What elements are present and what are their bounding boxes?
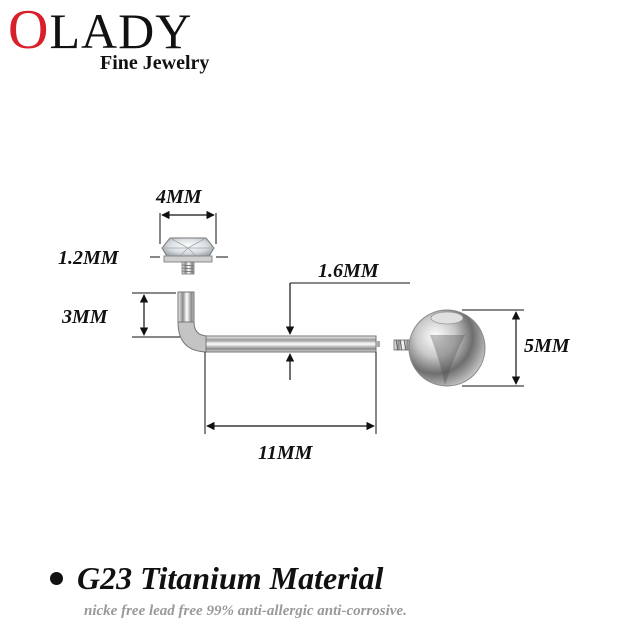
dimension-post-length [204, 352, 377, 434]
ball-end [393, 309, 486, 387]
label-post-length: 11MM [258, 442, 313, 464]
label-top-width: 4MM [156, 186, 202, 208]
brand-logo: OLADY Fine Jewelry [8, 2, 248, 82]
dimension-bend-height [132, 292, 180, 338]
dimension-ball-diameter [462, 309, 524, 387]
logo-wordmark: OLADY [8, 2, 192, 59]
logo-initial: O [8, 0, 50, 61]
logo-rest: LADY [49, 3, 193, 59]
bullet-icon [50, 572, 63, 586]
label-post-thickness: 1.6MM [318, 260, 379, 282]
feature-text: nicke free lead free 99% anti-allergic a… [84, 603, 407, 619]
l-shaped-post [177, 291, 380, 353]
material-line: G23 Titanium Material [50, 560, 383, 596]
label-bend-height: 3MM [62, 306, 108, 328]
crystal-top [161, 237, 215, 275]
label-ball-diameter: 5MM [524, 335, 570, 357]
label-top-thickness: 1.2MM [58, 247, 119, 269]
dimension-post-thickness [285, 282, 410, 380]
dimension-top-width [159, 210, 217, 244]
material-text: G23 Titanium Material [77, 560, 384, 596]
logo-tagline: Fine Jewelry [100, 52, 210, 74]
